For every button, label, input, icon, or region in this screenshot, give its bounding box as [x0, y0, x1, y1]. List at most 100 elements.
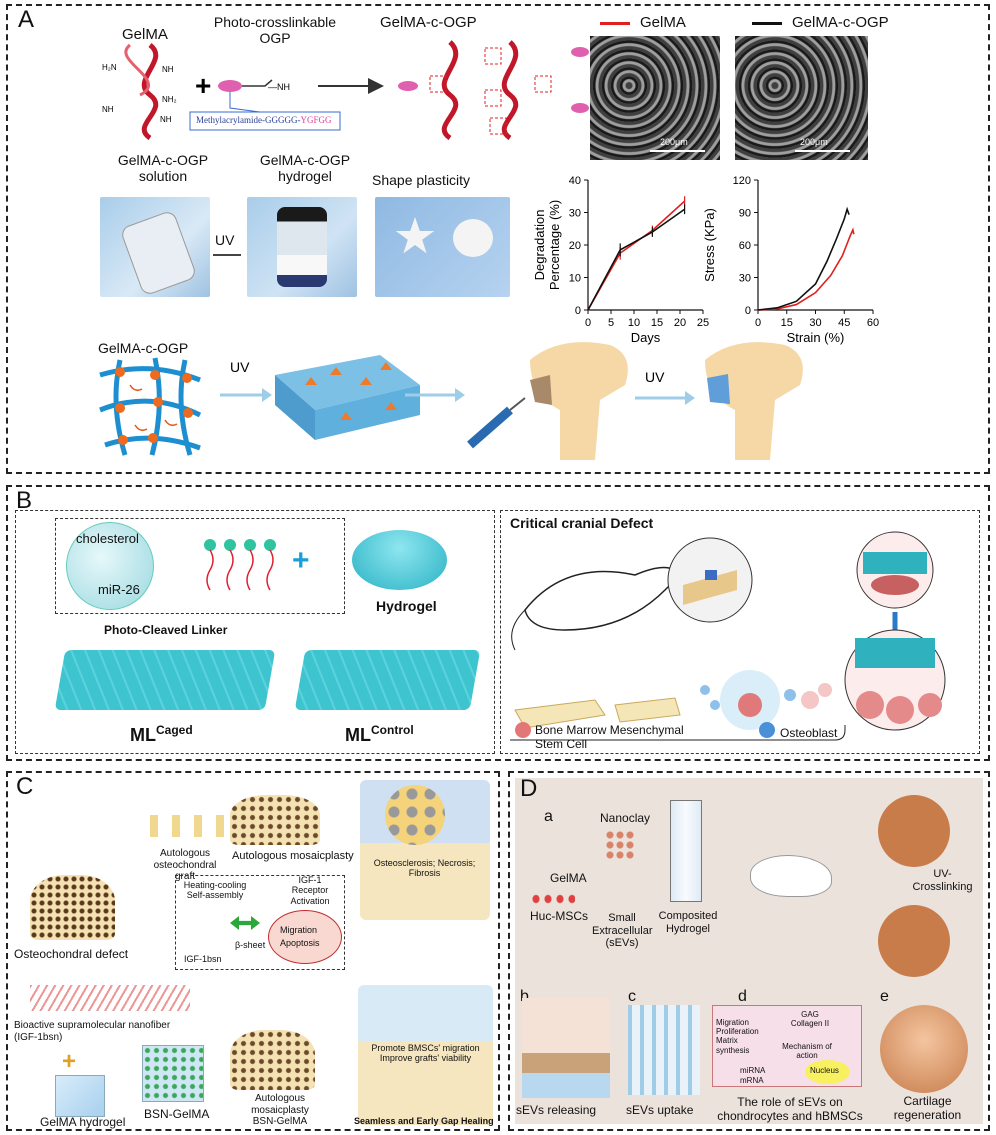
uptake-label: sEVs uptake [626, 1103, 694, 1117]
panel-c-label: C [16, 773, 34, 800]
mirna-inset-box [55, 518, 345, 614]
panel-b-label: B [16, 487, 33, 514]
mech-label: Mechanism of action [782, 1042, 832, 1061]
ml-control-ml: ML [345, 725, 371, 745]
sem-image-gelma-c-ogp [735, 36, 868, 160]
mig-label: Migration Proliferation Matrix synthesis [716, 1018, 759, 1055]
vial-hydrogel [277, 207, 327, 287]
promote-label: Promote BMSCs' migration Improve grafts'… [371, 1043, 480, 1064]
rat-illustration [510, 531, 946, 741]
uv-arrow-line-1 [213, 254, 241, 256]
step-d: d [738, 988, 747, 1005]
degradation-x-tick-label: 15 [651, 317, 663, 329]
panel-d-label: D [520, 775, 538, 802]
healing-scheme [358, 985, 493, 1125]
step-b: b [520, 988, 529, 1005]
svg-text:NH: NH [160, 115, 172, 124]
gelma-hydrogel-label: GelMA hydrogel [40, 1115, 126, 1129]
ml-caged-gel [54, 650, 276, 710]
star-shape [395, 217, 435, 254]
sev-uptake-image [628, 1005, 700, 1095]
mechanism-box [175, 875, 345, 970]
migration-label: Migration [280, 925, 318, 935]
mosaic-joint-bottom [230, 1030, 315, 1090]
defect-label: Osteochondral defect [14, 947, 129, 961]
osteoblast-label: Osteoblast [780, 726, 838, 740]
bsn-gelma-label: BSN-GelMA [144, 1107, 210, 1121]
nanofiber-molecule [30, 985, 190, 1011]
stress-x-tick-label: 60 [867, 317, 879, 329]
ml-control-gel [294, 650, 481, 710]
ogp-title: Photo-crosslinkable OGP [213, 14, 337, 47]
solution-label: GelMA-c-OGP solution [117, 152, 209, 185]
svg-text:NH₂: NH₂ [162, 95, 177, 104]
seamless-label: Seamless and Early Gap Healing [354, 1116, 494, 1126]
stress-y-tick-label: 90 [739, 208, 751, 220]
svg-text:+: + [292, 544, 310, 577]
stress-x-label: Strain (%) [787, 330, 845, 345]
stress-y-tick-label: 30 [739, 273, 751, 285]
step-a: a [544, 808, 553, 825]
degradation-series-0 [587, 200, 686, 311]
stress-y-tick-label: 0 [745, 305, 751, 317]
svg-text:UV: UV [645, 369, 665, 385]
legend-gelma-c-ogp: GelMA-c-OGP [792, 14, 889, 31]
linker-label: Photo-Cleaved Linker [104, 623, 228, 637]
nucleus-circle [805, 1060, 850, 1084]
panel-a [6, 4, 990, 474]
degradation-y-label: Degradation [532, 210, 547, 281]
sem-scale-2: 200μm [800, 137, 828, 147]
graft-cylinders [150, 815, 230, 837]
huc-cells [530, 892, 575, 906]
sem-scale-1: 200μm [660, 137, 688, 147]
linker-sequence-a: Methylacrylamide-GGGGG- [196, 115, 301, 125]
hydrogel-label: GelMA-c-OGP hydrogel [259, 152, 351, 185]
bear-shape [453, 219, 493, 257]
step-e: e [880, 988, 889, 1005]
syringe-d [670, 800, 702, 902]
igf-label: IGF-1bsn [184, 954, 222, 964]
network-label: GelMA-c-OGP [98, 340, 189, 356]
nanoclay-dots [605, 830, 635, 860]
hydrogel-photo [247, 197, 357, 297]
nanofiber-label: Bioactive supramolecular nanofiber (IGF-… [14, 1020, 171, 1043]
huc-label: Huc-MSCs [530, 909, 589, 923]
sem-scale-bar-1 [650, 150, 705, 152]
network-scheme: UV . UV [99, 342, 803, 460]
gelma-cube [55, 1075, 105, 1117]
stress-x-tick-label: 0 [755, 317, 761, 329]
ml-caged-ml: ML [130, 725, 156, 745]
degradation-x-tick-label: 5 [608, 317, 614, 329]
ml-control-label: MLControl [345, 723, 414, 746]
mosaic-joint-top [230, 795, 320, 845]
degradation-y-tick-label: 10 [569, 273, 581, 285]
plus-1: + [62, 1048, 77, 1075]
nanoclay-label: Nanoclay [600, 811, 651, 825]
composited-label: Composited Hydrogel [658, 910, 718, 935]
gelma-d-label: GelMA [550, 871, 587, 885]
mosaic-bsn-label: Autologous mosaicplasty BSN-GelMA [251, 1093, 309, 1127]
stress-y-tick-label: 120 [733, 175, 751, 187]
sheet-label: β-sheet [235, 940, 266, 950]
cartilage-circle [880, 1005, 968, 1093]
degradation-x-tick-label: 25 [697, 317, 709, 329]
degradation-x-tick-label: 10 [628, 317, 640, 329]
panel-b-right-box [500, 510, 980, 754]
ml-caged-label: MLCaged [130, 723, 193, 746]
ml-caged-sup: Caged [156, 723, 193, 737]
green-arrows [230, 916, 260, 930]
mirna-label: miRNA [740, 1066, 766, 1075]
stress-x-tick-label: 15 [781, 317, 793, 329]
degradation-y-tick-label: 20 [569, 240, 581, 252]
releasing-label: sEVs releasing [516, 1103, 597, 1117]
cholesterol-circle [66, 522, 154, 610]
mir-label: miR-26 [98, 582, 140, 597]
cell-oval [268, 910, 342, 964]
gag-label: GAG Collagen II [790, 1010, 830, 1029]
solution-photo [100, 197, 210, 297]
panel-c [6, 771, 500, 1131]
heating-label: Heating-cooling Self-assembly [183, 880, 247, 901]
